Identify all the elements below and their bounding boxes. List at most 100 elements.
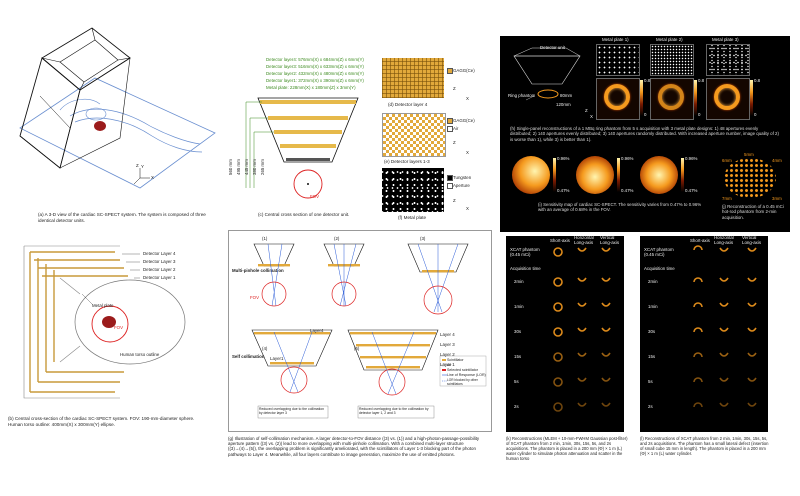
i-scale-min-1: 0.47% [557,188,570,193]
panel-g-diagram [251,243,487,419]
i-sensitivity-map-3 [640,156,678,194]
f-legend-swatch-aperture [447,183,453,189]
c-dim-265: 265 mm [260,159,265,175]
panel-g-caption: (g) Illustration of self-collimation mec… [228,436,480,457]
g-num-2: (2) [334,236,340,241]
i-colorbar-1 [553,158,556,192]
l-time-1min: 1min [648,304,658,309]
g-fov-label: FOV [250,295,260,300]
h-scale-max-3: 0.8 [754,78,761,83]
panel-b-cross-section [23,245,186,399]
g-note-4: Reduced overlapping due to the collimati… [259,407,325,415]
i-colorbar-3 [681,158,684,192]
d-axis-x: X [466,96,469,101]
e-axis-z: Z [453,140,456,145]
h-plate1-img [596,44,640,76]
i-sensitivity-map-1 [512,156,550,194]
j-label-6mm: 6mm [722,158,732,163]
h-ring-2 [658,84,684,110]
panel-a-caption: (a) A 3-D view of the cardiac SC-SPECT s… [38,212,206,223]
b-layer2-label: Detector Layer 2 [143,267,176,272]
h-title-2: Metal plate 2) [656,37,683,42]
j-label-3mm: 3mm [772,196,782,201]
h-scale-max-1: 0.8 [644,78,651,83]
e-legend-air: Air [453,126,459,131]
g-layer3: Layer 3 [440,342,455,347]
i-colorbar-2 [617,158,620,192]
e-legend-swatch-gagg [447,118,453,124]
g-num-4: (4) [262,346,268,351]
l-phantom-label: XCAT phantom (0.45 mCi) [644,247,674,257]
i-scale-min-2: 0.47% [621,188,634,193]
l-header-vertical: Vertical Long-axis [742,235,762,245]
d-legend-swatch [447,68,453,74]
h-colorbar-1 [640,80,643,116]
panel-b-caption: (b) Central cross-section of the cardiac… [8,416,195,427]
e-legend-swatch-air [447,126,453,132]
h-scale-min-3: 0 [754,112,757,117]
panel-d-grid [382,58,444,98]
c-spec-layer4: Detector layer4: 576mm(X) x 684mm(Z) x 6… [266,57,364,62]
j-hotrod-image [724,158,776,198]
g-multipinhole-label: Multi-pinhole collimation [232,268,284,273]
panel-h-detector-sketch [513,47,581,101]
l-time-15s: 15s [648,354,656,359]
g-legend-selected: Selected scintillator [447,368,478,372]
g-num-3: (3) [420,236,426,241]
h-plate3-img [706,44,750,76]
g-layer4-small: Layer4 [310,328,324,333]
h-colorbar-2 [694,80,697,116]
i-scale-max-2: 0.96% [621,156,634,161]
c-dim-560: 560 mm [228,159,233,175]
b-layer1-label: Detector Layer 1 [143,275,176,280]
f-legend-swatch-tungsten [447,175,453,181]
h-scale-min-2: 0 [698,112,701,117]
e-axis-x: X [466,150,469,155]
h-phantom-label: Ring phantom [508,93,536,98]
j-label-4mm: 4mm [772,158,782,163]
h-dim-80: 80mm [560,93,573,98]
h-title-3: Metal plate 3) [712,37,739,42]
b-fov-label: FOV [114,325,124,330]
e-legend-gagg: GAGG(Ce) [453,118,475,123]
g-num-1: (1) [262,236,268,241]
c-dim-445: 445 mm [244,159,249,175]
f-legend-tungsten: Tungsten [453,175,472,180]
panel-k-caption: (k) Reconstructions (MLEM + 10-mm-FWHM G… [506,436,628,461]
g-num-5: (5) [354,346,360,351]
g-note-5: Reduced overlapping due to the collimati… [359,407,429,415]
g-layer1: Layer 1 [440,362,455,367]
axis-z-label: Z [136,163,139,168]
i-scale-max-1: 0.96% [557,156,570,161]
l-time-5s: 5s [648,379,653,384]
b-layer4-label: Detector Layer 4 [143,251,176,256]
d-legend-label: GAGG(Ce) [453,68,475,73]
h-dim-120: 120mm [556,102,571,107]
j-label-7mm: 7mm [722,196,732,201]
f-axis-x: X [466,206,469,211]
k-header-short: Short-axis [550,238,570,243]
h-scale-max-2: 0.8 [698,78,705,83]
d-axis-z: Z [453,86,456,91]
panel-c-caption: (c) Central cross section of one detecto… [258,212,350,217]
k-time-2min: 2min [514,279,524,284]
h-detector-label: Detector unit [540,45,565,50]
c-spec-metal: Metal plate: 228mm(X) x 180mm(Z) x 3mm(Y… [266,85,356,90]
c-spec-layer3: Detector layer3: 516mm(X) x 633mm(Z) x 6… [266,64,364,69]
panel-d-caption: (d) Detector layer 4 [388,102,428,107]
axis-x-label: X [151,175,154,180]
b-metal-plate-label: Metal plate [92,303,114,308]
g-layer1-small: Layer1 [270,356,284,361]
k-time-2s: 2s [514,404,519,409]
k-time-15s: 15s [514,354,522,359]
axis-y-label: Y [141,164,144,169]
f-axis-z: Z [453,198,456,203]
k-header-vertical: Vertical Long-axis [600,235,620,245]
f-legend-aperture: Aperture [453,183,470,188]
g-legend-scintillator: Scintillator [447,358,464,362]
panel-k-dark [506,236,624,432]
g-legend-lor: Line of Response (LOR) [447,373,486,377]
i-scale-min-3: 0.47% [685,188,698,193]
i-scale-max-3: 0.96% [685,156,698,161]
h-axis-z: Z [585,108,588,113]
